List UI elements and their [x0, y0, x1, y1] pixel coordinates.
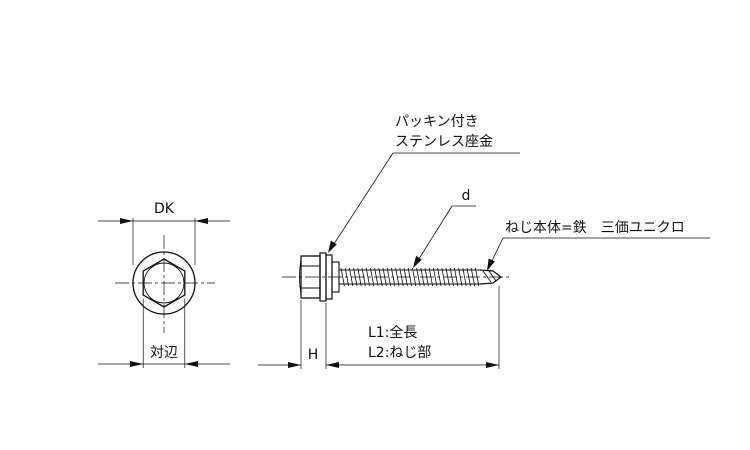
end-view-washer-circle: [132, 251, 196, 315]
material-label: ねじ本体=鉄 三価ユニクロ: [505, 220, 685, 236]
across-flats-arrow-left: [130, 361, 144, 367]
thread-crest: [449, 267, 454, 287]
thread-crest: [399, 267, 404, 287]
dk-label: DK: [154, 201, 175, 217]
thread-crest: [412, 267, 417, 287]
thread-crest: [470, 267, 475, 287]
thread-crest: [407, 267, 412, 287]
h-arrow-left: [288, 362, 301, 368]
thread-crest: [403, 267, 408, 287]
washer-label-line1: パッキン付き: [395, 114, 479, 130]
thread-crest: [441, 267, 446, 287]
thread-crest: [445, 267, 450, 287]
thread-crest: [374, 267, 379, 287]
thread-crest: [340, 267, 345, 287]
thread-crest: [416, 267, 421, 287]
material-callout: ねじ本体=鉄 三価ユニクロ: [487, 220, 710, 271]
thread-crest: [475, 267, 480, 287]
drill-point-flute-1: [482, 270, 492, 283]
thread-crest: [437, 267, 442, 287]
thread-crest: [349, 267, 354, 287]
across-flats-arrow-right: [184, 361, 198, 367]
thread-crest: [386, 267, 391, 287]
thread-diameter-label: d: [462, 188, 471, 204]
material-arrow: [487, 258, 495, 271]
thread-crest: [424, 267, 429, 287]
thread-crest: [395, 267, 400, 287]
across-flats-label: 対辺: [150, 345, 178, 361]
washer-label-line2: ステンレス座金: [395, 134, 493, 150]
l1-label: L1:全長: [368, 324, 417, 341]
thread-crest: [466, 267, 471, 287]
head-end-view: DK 対辺: [98, 201, 230, 368]
thread-crest: [433, 267, 438, 287]
thread-pattern: [340, 267, 480, 287]
length-dimensions: H L1:全長 L2:ねじ部: [258, 286, 500, 369]
drill-point-body: [479, 269, 502, 285]
thread-diameter-callout: d: [413, 188, 476, 268]
washer-leader-line: [331, 152, 394, 248]
thread-crest: [344, 267, 349, 287]
thread-crest: [454, 267, 459, 287]
thread-crest: [361, 267, 366, 287]
washer-callout: パッキン付き ステンレス座金: [328, 114, 520, 253]
drill-point-flute-2: [488, 270, 497, 282]
hex-head-chamfer: [299, 259, 302, 295]
thread-crest: [357, 267, 362, 287]
thread-diameter-arrow: [413, 255, 422, 268]
thread-crest: [462, 267, 467, 287]
screw-side-view: [282, 252, 512, 302]
thread-crest: [353, 267, 358, 287]
thread-crest: [420, 267, 425, 287]
side-view-rubber-packing: [331, 261, 340, 293]
thread-crest: [370, 267, 375, 287]
l2-label: L2:ねじ部: [368, 345, 431, 361]
dk-arrow-left: [120, 218, 133, 224]
dk-arrow-right: [195, 218, 208, 224]
thread-crest: [365, 267, 370, 287]
end-view-chamfer-circle: [143, 262, 185, 304]
thread-crest: [428, 267, 433, 287]
h-label: H: [308, 347, 319, 363]
end-view-hex-head: [142, 258, 186, 308]
l-arrow-right: [486, 362, 499, 368]
thread-diameter-leader: [416, 205, 453, 263]
thread-crest: [458, 267, 463, 287]
thread-crest: [378, 267, 383, 287]
thread-crest: [391, 267, 396, 287]
thread-crest: [382, 267, 387, 287]
washer-leader-arrow: [328, 240, 337, 253]
